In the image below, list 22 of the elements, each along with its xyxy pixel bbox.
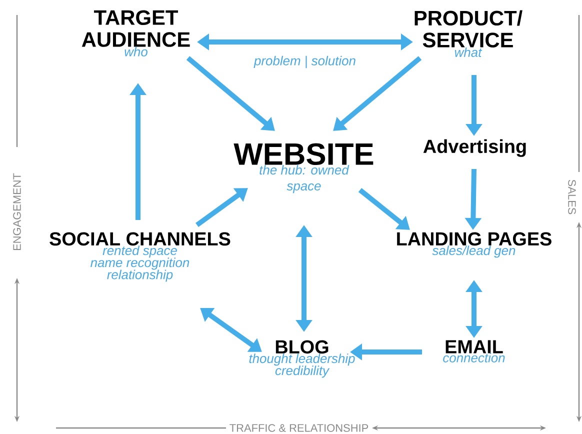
node-caption: relationship — [107, 270, 173, 282]
node-title: EMAIL — [446, 340, 503, 354]
axis-label: TRAFFIC & RELATIONSHIP — [230, 424, 368, 432]
node-title: TARGET AUDIENCE — [82, 10, 190, 47]
axis-label: SALES — [568, 180, 576, 214]
node-title: WEBSITE — [234, 143, 374, 166]
node-title: Advertising — [423, 139, 526, 157]
node-title: BLOG — [276, 340, 328, 354]
node-title: PRODUCT/ SERVICE — [414, 10, 522, 48]
edge-label: problem | solution — [253, 54, 357, 70]
node-caption: what — [454, 47, 482, 57]
node-title: SOCIAL CHANNELS — [50, 232, 230, 246]
node-caption: connection — [443, 352, 505, 362]
node-caption: name recognition — [90, 258, 190, 270]
node-caption: the hub: owned space — [260, 165, 350, 194]
node-caption: sales/lead gen — [432, 246, 516, 258]
axis-label: ENGAGEMENT — [13, 173, 21, 250]
node-caption: credibility — [275, 366, 330, 378]
node-caption: thought leadership — [249, 354, 355, 366]
node-caption: rented space — [102, 246, 177, 258]
node-caption: who — [124, 46, 148, 56]
node-title: LANDING PAGES — [397, 232, 552, 246]
